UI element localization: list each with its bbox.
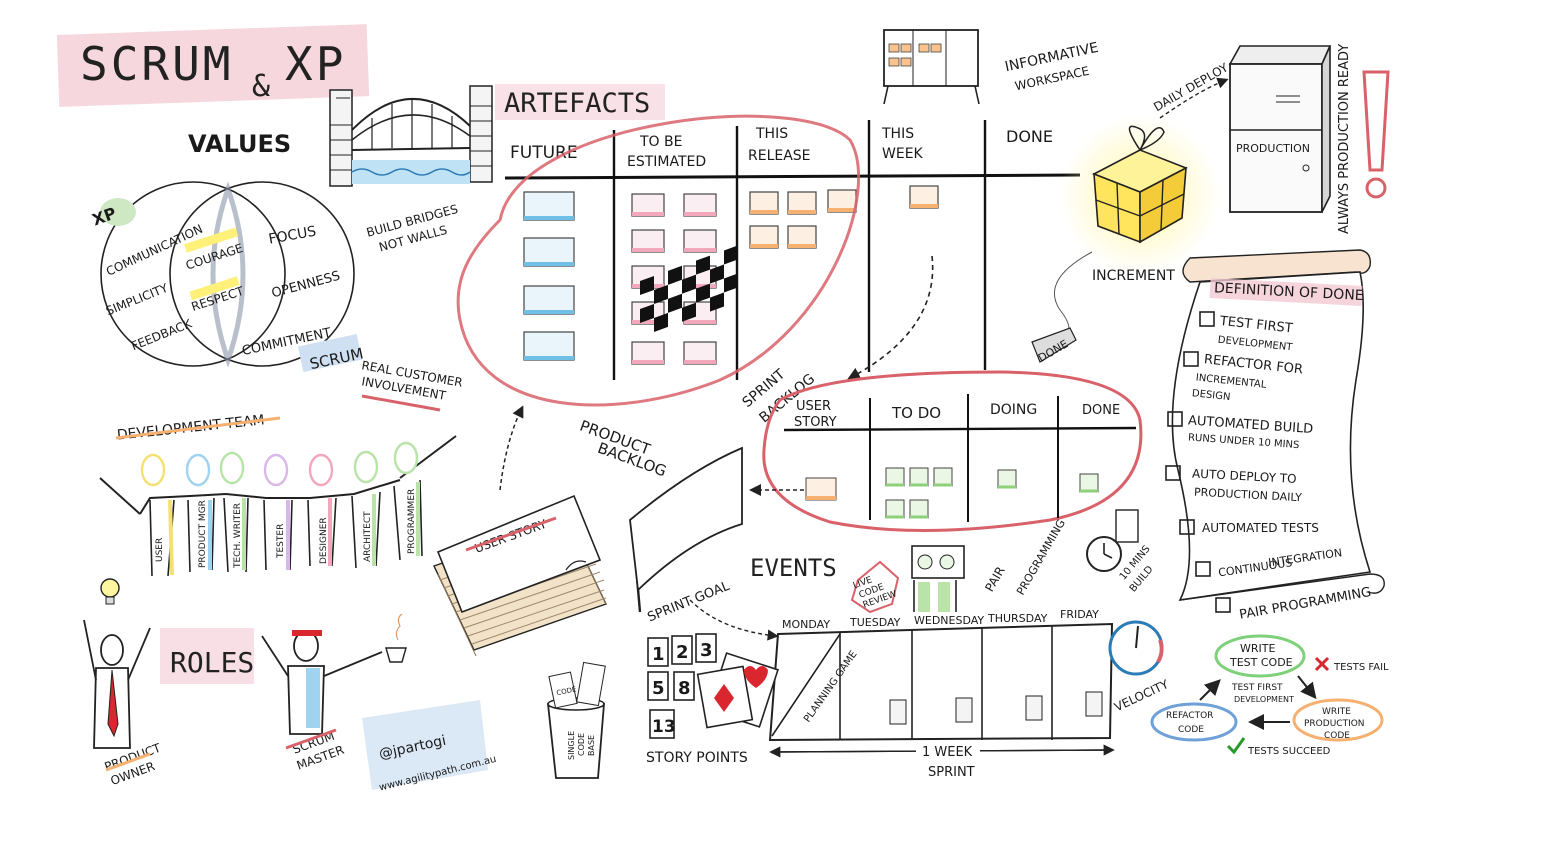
production-label: PRODUCTION (1236, 142, 1310, 155)
tdd-refactor-2: CODE (1178, 725, 1204, 735)
tdd-write-prod-1: WRITE (1322, 707, 1351, 717)
card-5: 5 (652, 678, 665, 699)
release-stickies (749, 185, 939, 249)
column-this-week-1: THIS (881, 126, 914, 142)
pair-label-1: PAIR (982, 564, 1007, 594)
values-heading: VALUES (188, 130, 291, 158)
member-user: USER (155, 538, 165, 562)
card-2: 2 (676, 642, 689, 663)
tdd-center-2: DEVELOPMENT (1234, 695, 1294, 704)
title-xp: XP (285, 37, 346, 91)
daily-deploy-label: DAILY DEPLOY (1151, 60, 1231, 114)
code-base-3: BASE (587, 735, 596, 756)
pair-label-2: PROGRAMMING (1014, 517, 1068, 597)
sprint-col-story: STORY (794, 415, 837, 430)
title-group: SCRUM & XP (56, 24, 370, 107)
future-stickies (523, 191, 575, 361)
member-architect: ARCHITECT (363, 511, 373, 562)
sprint-col-done: DONE (1082, 403, 1120, 418)
tdd-write-prod-3: CODE (1324, 731, 1350, 741)
tdd-write-test-1: WRITE (1240, 642, 1275, 655)
bridge-illustration: BUILD BRIDGES NOT WALLS (329, 85, 493, 254)
events-section: EVENTS LIVE CODE REVIEW PAIR PROGRAMMING… (750, 509, 1171, 780)
production-ready-label: ALWAYS PRODUCTION READY (1337, 44, 1352, 234)
code-base-1: SINGLE (567, 731, 576, 760)
story-points: 1 2 3 5 8 13 STORY POINTS (646, 633, 779, 766)
column-estimated: ESTIMATED (627, 154, 706, 170)
value-simplicity: SIMPLICITY (104, 281, 171, 319)
title-scrum: SCRUM (80, 37, 233, 91)
story-points-label: STORY POINTS (646, 750, 748, 766)
tdd-center-1: TEST FIRST (1231, 683, 1283, 693)
scrum-values-circle (169, 181, 355, 367)
member-programmer: PROGRAMMER (407, 489, 417, 554)
member-designer: DESIGNER (319, 517, 329, 564)
user-story-stack: USER STORY (433, 405, 607, 657)
dod-item-5: AUTOMATED TESTS (1202, 521, 1319, 535)
day-friday: FRIDAY (1060, 608, 1099, 621)
tdd-write-test-2: TEST CODE (1229, 656, 1293, 669)
credit-block: @jpartogi www.agilitypath.com.au (362, 700, 498, 794)
member-tester: TESTER (276, 524, 286, 559)
column-this-release-1: THIS (755, 126, 788, 142)
dod-item-4-line-1: AUTO DEPLOY TO (1192, 466, 1297, 485)
day-tuesday: TUESDAY (849, 616, 901, 629)
product-backlog-loop (456, 114, 860, 407)
column-future: FUTURE (510, 143, 578, 163)
informative-workspace: INFORMATIVE WORKSPACE (883, 29, 1100, 105)
roles-heading: ROLES (170, 646, 254, 679)
tdd-refactor-1: REFACTOR (1166, 711, 1213, 721)
dod-item-2-line-3: DESIGN (1191, 388, 1230, 403)
sprint-goal-label: SPRINT GOAL (646, 579, 733, 626)
card-13: 13 (652, 717, 676, 737)
tdd-tests-fail: TESTS FAIL (1333, 662, 1389, 673)
artefacts-heading: ARTEFACTS (504, 88, 650, 119)
sprint-label: SPRINT (928, 765, 975, 780)
single-code-base: CODE SINGLE CODE BASE (546, 661, 606, 779)
tdd-tests-succeed: TESTS SUCCEED (1247, 746, 1331, 757)
events-heading: EVENTS (750, 554, 837, 582)
dod-heading: DEFINITION OF DONE (1214, 280, 1364, 304)
increment-label: INCREMENT (1092, 268, 1175, 284)
code-base-2: CODE (577, 733, 586, 756)
member-tech-writer: TECH. WRITER (233, 503, 243, 569)
roles-section: ROLES PRODUCT OWNER SCRUM MASTER (83, 578, 407, 788)
column-this-release-2: RELEASE (748, 148, 811, 164)
dod-item-4-line-2: PRODUCTION DAILY (1194, 486, 1303, 505)
sprint-col-todo: TO DO (891, 404, 941, 422)
development-team: DEVELOPMENT TEAM REAL CUSTOMER INVOLVEME… (99, 358, 464, 577)
production-server: PRODUCTION ALWAYS PRODUCTION READY (1228, 44, 1390, 234)
card-8: 8 (678, 678, 691, 699)
card-3: 3 (700, 640, 713, 661)
sprint-col-user: USER (796, 399, 831, 414)
week-label: 1 WEEK (922, 745, 973, 760)
column-to-be: TO BE (639, 134, 682, 150)
day-monday: MONDAY (782, 618, 830, 631)
column-done: DONE (1006, 127, 1053, 146)
definition-of-done-scroll: DEFINITION OF DONE TEST FIRST DEVELOPMEN… (1165, 249, 1385, 623)
column-this-week-2: WEEK (882, 146, 924, 162)
member-product-mgr: PRODUCT MGR (198, 500, 208, 568)
tdd-cycle: WRITE TEST CODE TESTS FAIL TEST FIRST DE… (1150, 634, 1389, 757)
value-feedback: FEEDBACK (129, 316, 194, 353)
sprint-col-doing: DOING (990, 402, 1037, 418)
dod-item-7: PAIR PROGRAMMING (1238, 585, 1372, 623)
day-thursday: THURSDAY (987, 612, 1048, 625)
value-focus: FOCUS (267, 224, 317, 248)
sprint-backlog-board: USER STORY TO DO DOING DONE (749, 370, 1143, 533)
value-openness: OPENNESS (270, 269, 342, 302)
values-section: VALUES XP SCRUM COMMUNICATION SIMPLICITY… (90, 130, 365, 373)
title-ampersand: & (252, 69, 270, 104)
tdd-write-prod-2: PRODUCTION (1304, 719, 1365, 729)
card-1: 1 (652, 644, 665, 665)
xp-values-circle (100, 181, 286, 367)
day-wednesday: WEDNESDAY (914, 614, 984, 627)
